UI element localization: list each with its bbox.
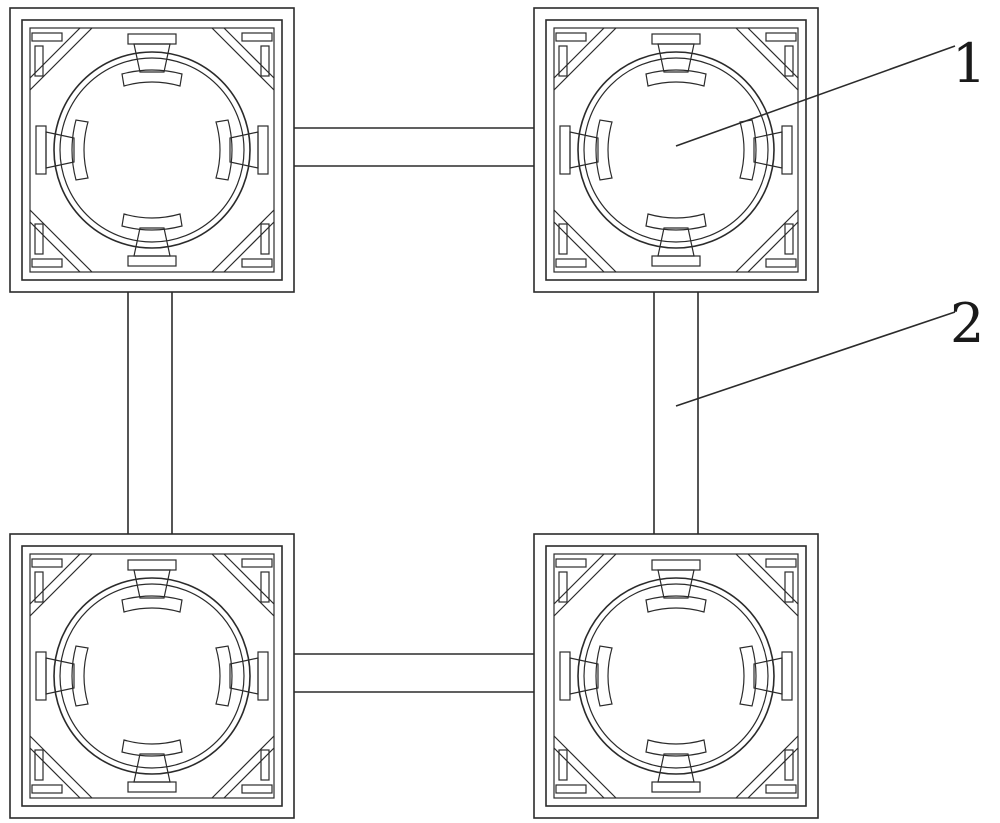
beam-bottom <box>294 653 534 693</box>
module-top-right <box>533 7 819 293</box>
module-top-left <box>9 7 295 293</box>
callout-label-2: 2 <box>950 292 984 355</box>
leader-line-1 <box>675 45 956 147</box>
module-bottom-right <box>533 533 819 819</box>
module-bottom-left <box>9 533 295 819</box>
leader-line-2 <box>675 311 956 407</box>
beam-top <box>294 127 534 167</box>
beam-left <box>127 292 173 534</box>
callout-label-1: 1 <box>952 32 986 95</box>
beam-right <box>653 292 699 534</box>
